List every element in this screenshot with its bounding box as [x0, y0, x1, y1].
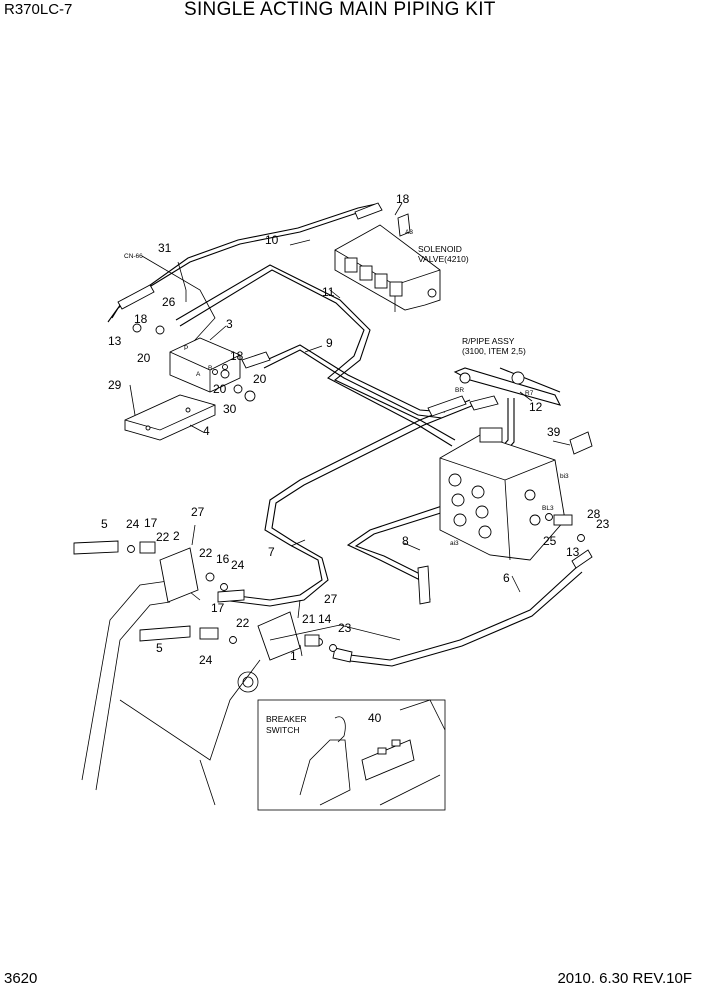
- callout-6: 6: [503, 571, 510, 585]
- callout-20c: 20: [213, 382, 227, 396]
- model-number: R370LC-7: [4, 1, 73, 18]
- callout-23b: 23: [338, 621, 352, 635]
- callout-24b: 24: [231, 558, 245, 572]
- connector-label: CN-66: [124, 253, 143, 260]
- callout-22c: 22: [236, 616, 250, 630]
- callout-3: 3: [226, 317, 233, 331]
- callout-16: 16: [216, 552, 230, 566]
- callout-20b: 20: [253, 372, 267, 386]
- hoses: [73, 202, 593, 663]
- port-label-p: P: [184, 345, 188, 352]
- callout-15: 14: [318, 612, 332, 626]
- callout-18b: 18: [230, 349, 244, 363]
- port-label-bl3: BL3: [542, 505, 554, 512]
- callout-2: 2: [173, 529, 180, 543]
- return-pipe-assembly: [453, 367, 562, 406]
- callout-27b: 27: [324, 592, 338, 606]
- callout-11: 11: [322, 285, 335, 299]
- callout-5a: 5: [101, 517, 108, 531]
- callout-21: 21: [302, 612, 316, 626]
- callout-25: 25: [543, 534, 557, 548]
- callout-29: 29: [108, 378, 122, 392]
- callout-12: 12: [529, 400, 543, 414]
- solenoid-valve-block: [334, 213, 441, 312]
- callout-1: 1: [290, 649, 297, 663]
- callout-26: 26: [162, 295, 176, 309]
- port-label-a3: A3: [405, 229, 413, 236]
- port-label-bi3: bi3: [560, 473, 569, 480]
- callout-28: 28: [587, 507, 601, 521]
- callout-17b: 17: [211, 601, 225, 615]
- page-number: 3620: [4, 970, 38, 987]
- callout-numbers: 18 10 31 11 26 18 3 13 9 20 18 20 29 20 …: [101, 192, 610, 725]
- callout-30: 30: [223, 402, 237, 416]
- port-label-a: A: [196, 371, 201, 378]
- breaker-note-line2: SWITCH: [266, 725, 300, 735]
- callout-14: 13: [108, 334, 122, 348]
- port-label-ai3: ai3: [450, 540, 459, 547]
- callout-24c: 24: [199, 653, 213, 667]
- callout-13: 13: [566, 545, 580, 559]
- callout-27a: 27: [191, 505, 205, 519]
- callout-8: 8: [402, 534, 409, 548]
- solenoid-note-line1: SOLENOID: [418, 244, 462, 254]
- revision-date: 2010. 6.30 REV.10F: [557, 970, 692, 987]
- port-label-b: B: [208, 365, 212, 372]
- pipe-routing: [107, 203, 583, 667]
- callout-23a: 23: [596, 517, 610, 531]
- callout-17a: 17: [144, 516, 158, 530]
- junction-block: [169, 337, 241, 393]
- leader-lines: [177, 202, 571, 657]
- callout-22b: 22: [199, 546, 213, 560]
- callout-31: 31: [158, 241, 172, 255]
- arm-attachment-left: [81, 547, 401, 806]
- port-label-r7: R7: [525, 390, 534, 397]
- breaker-switch-inset: [257, 699, 446, 811]
- callout-24a: 24: [126, 517, 140, 531]
- callout-19: 18: [396, 192, 410, 206]
- port-label-br: BR: [455, 387, 464, 394]
- callout-39: 39: [547, 425, 561, 439]
- annotations: SOLENOID VALVE(4210) R/PIPE ASSY (3100, …: [124, 229, 569, 735]
- callout-22a: 22: [156, 530, 170, 544]
- callout-20a: 20: [137, 351, 151, 365]
- breaker-note-line1: BREAKER: [266, 714, 307, 724]
- mounting-bracket: [124, 394, 216, 441]
- callout-7: 7: [268, 545, 275, 559]
- callout-18a: 18: [134, 312, 148, 326]
- callout-9: 9: [326, 336, 333, 350]
- main-control-valve: [439, 427, 593, 561]
- page-title: SINGLE ACTING MAIN PIPING KIT: [184, 0, 496, 20]
- callout-10: 10: [265, 233, 279, 247]
- callout-40: 40: [368, 711, 382, 725]
- callout-4: 4: [203, 424, 210, 438]
- rpipe-note-line2: (3100, ITEM 2,5): [462, 346, 526, 356]
- solenoid-note-line2: VALVE(4210): [418, 254, 469, 264]
- fittings: [127, 290, 585, 652]
- callout-5b: 5: [156, 641, 163, 655]
- rpipe-note-line1: R/PIPE ASSY: [462, 336, 515, 346]
